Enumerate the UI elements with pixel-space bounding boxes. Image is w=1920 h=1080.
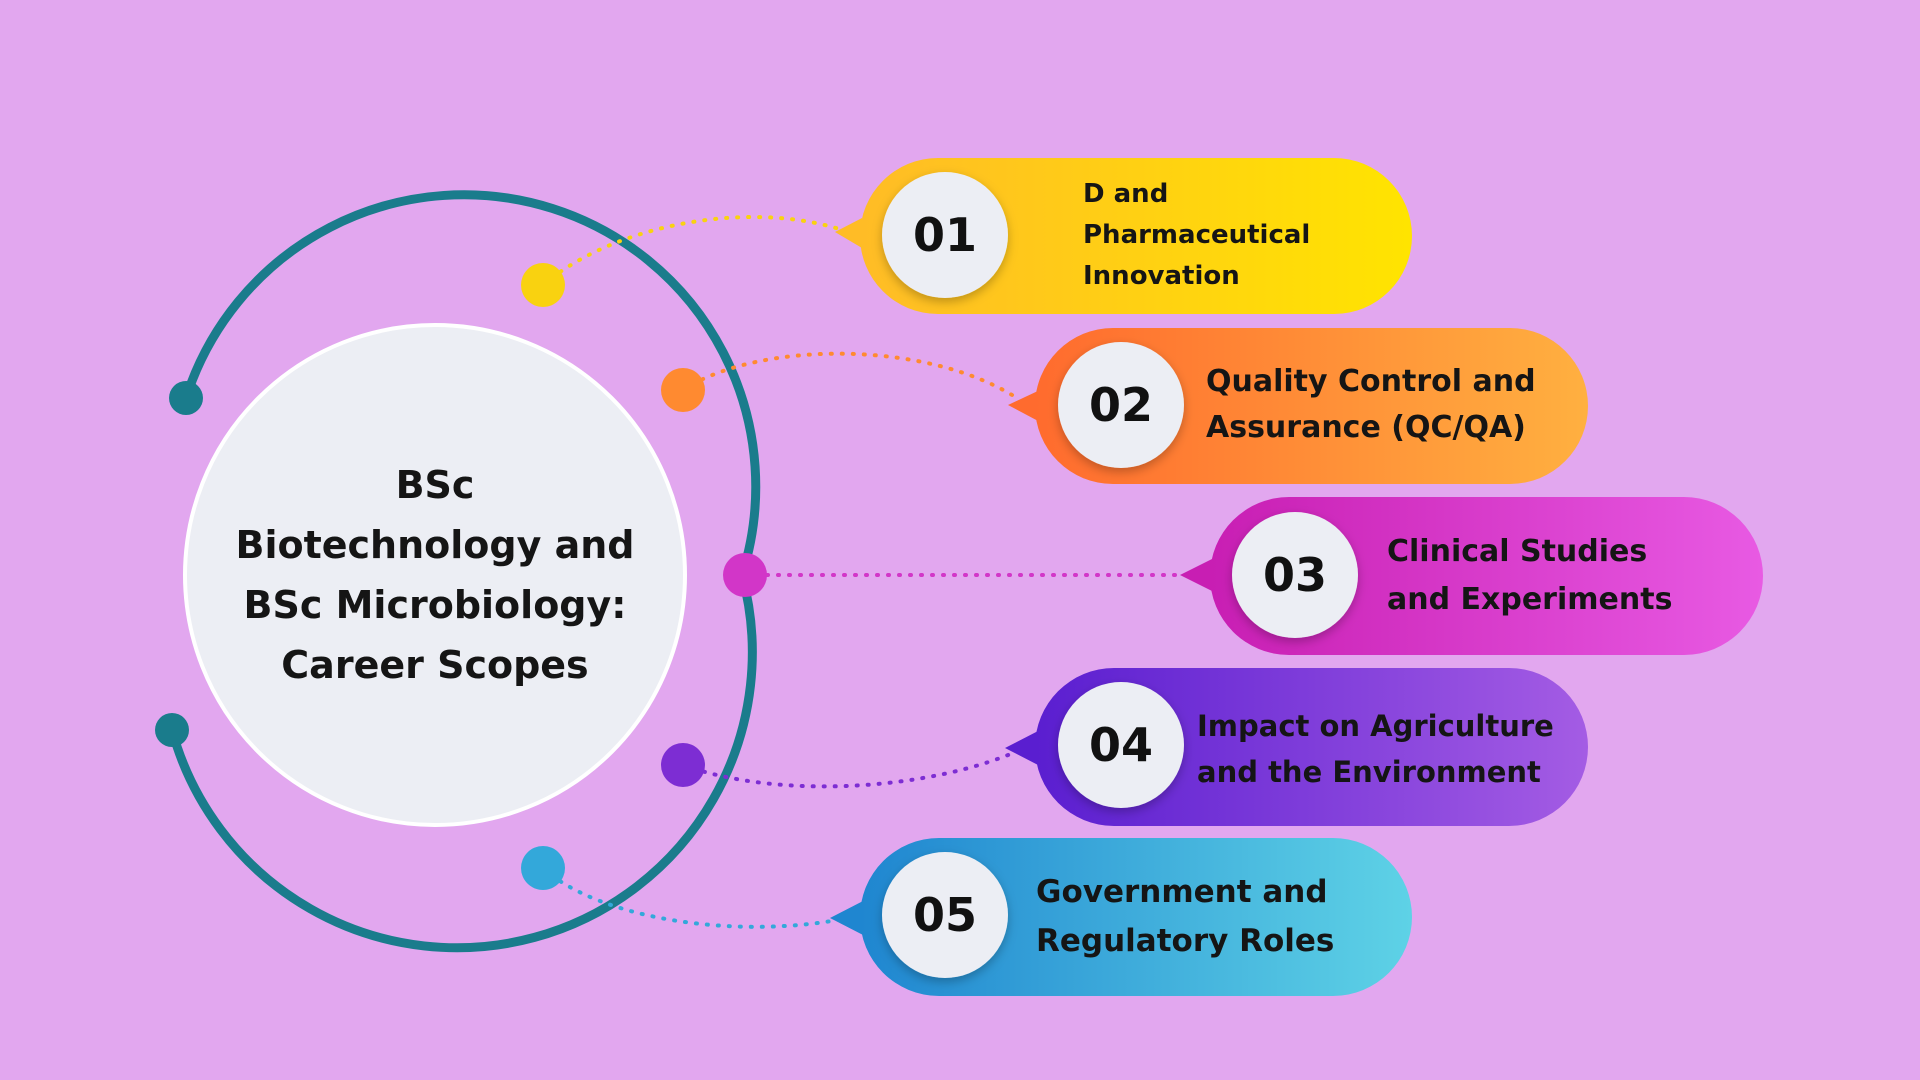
ring-dot-05 — [521, 846, 565, 890]
ring-end-cap-bottom — [155, 713, 189, 747]
center-title: BSc Biotechnology and BSc Microbiology: … — [190, 330, 680, 820]
card-05-pointer — [830, 900, 865, 936]
center-title-line: BSc — [395, 463, 475, 507]
card-05 — [830, 838, 1412, 996]
ring-dot-03 — [723, 553, 767, 597]
card-04-line: and the Environment — [1197, 755, 1541, 789]
number-label-05: 05 — [912, 888, 977, 942]
number-circle-02 — [1058, 342, 1184, 468]
connector-line-02 — [681, 351, 1022, 402]
card-02 — [1008, 328, 1588, 484]
outer-ring-upper-arc — [181, 190, 761, 580]
ring-dot-04 — [661, 743, 705, 787]
outer-ring-lower-arc — [167, 570, 757, 953]
number-circle-04 — [1058, 682, 1184, 808]
number-label-04: 04 — [1088, 718, 1153, 772]
card-03-pointer — [1180, 558, 1214, 592]
card-01-pill — [860, 158, 1412, 314]
card-03-line: Clinical Studies — [1387, 534, 1648, 569]
number-circle-05 — [882, 852, 1008, 978]
card-01-pointer — [835, 218, 862, 248]
card-01-line: D and — [1083, 178, 1169, 209]
card-05-pill — [860, 838, 1412, 996]
center-title-line: BSc Microbiology: — [243, 583, 627, 627]
card-05-line: Regulatory Roles — [1036, 923, 1335, 959]
card-02-pill — [1035, 328, 1588, 484]
card-04-line: Impact on Agriculture — [1197, 709, 1554, 743]
center-circle — [183, 323, 687, 827]
card-02-pointer — [1008, 390, 1040, 422]
card-02-line: Quality Control and — [1206, 364, 1536, 399]
ring-dot-02 — [661, 368, 705, 412]
number-label-02: 02 — [1088, 378, 1153, 432]
number-label-01: 01 — [912, 208, 977, 262]
card-04-pill — [1035, 668, 1588, 826]
card-04-text: Impact on Agriculture and the Environmen… — [1197, 694, 1554, 804]
card-01-text: D and Pharmaceutical Innovation — [1083, 168, 1310, 302]
card-01-line: Pharmaceutical — [1083, 219, 1311, 250]
card-02-line: Assurance (QC/QA) — [1206, 410, 1526, 445]
number-circle-01 — [882, 172, 1008, 298]
card-03-text: Clinical Studies and Experiments — [1387, 514, 1672, 638]
card-04-pointer — [1005, 730, 1040, 766]
card-01-line: Innovation — [1083, 260, 1240, 291]
center-title-line: Career Scopes — [281, 643, 589, 687]
card-02-text: Quality Control and Assurance (QC/QA) — [1206, 350, 1536, 460]
card-05-text: Government and Regulatory Roles — [1036, 856, 1334, 978]
card-03-line: and Experiments — [1387, 582, 1673, 617]
center-title-line: Biotechnology and — [235, 523, 635, 567]
connector-line-05 — [541, 866, 850, 929]
ring-end-cap-top — [169, 381, 203, 415]
card-03-pill — [1210, 497, 1763, 655]
connector-line-04 — [681, 748, 1022, 789]
ring-dot-01 — [521, 263, 565, 307]
card-01 — [835, 158, 1412, 314]
card-04 — [1005, 668, 1588, 826]
number-circle-03 — [1232, 512, 1358, 638]
card-03 — [1180, 497, 1763, 655]
card-05-line: Government and — [1036, 874, 1328, 910]
number-label-03: 03 — [1262, 548, 1327, 602]
